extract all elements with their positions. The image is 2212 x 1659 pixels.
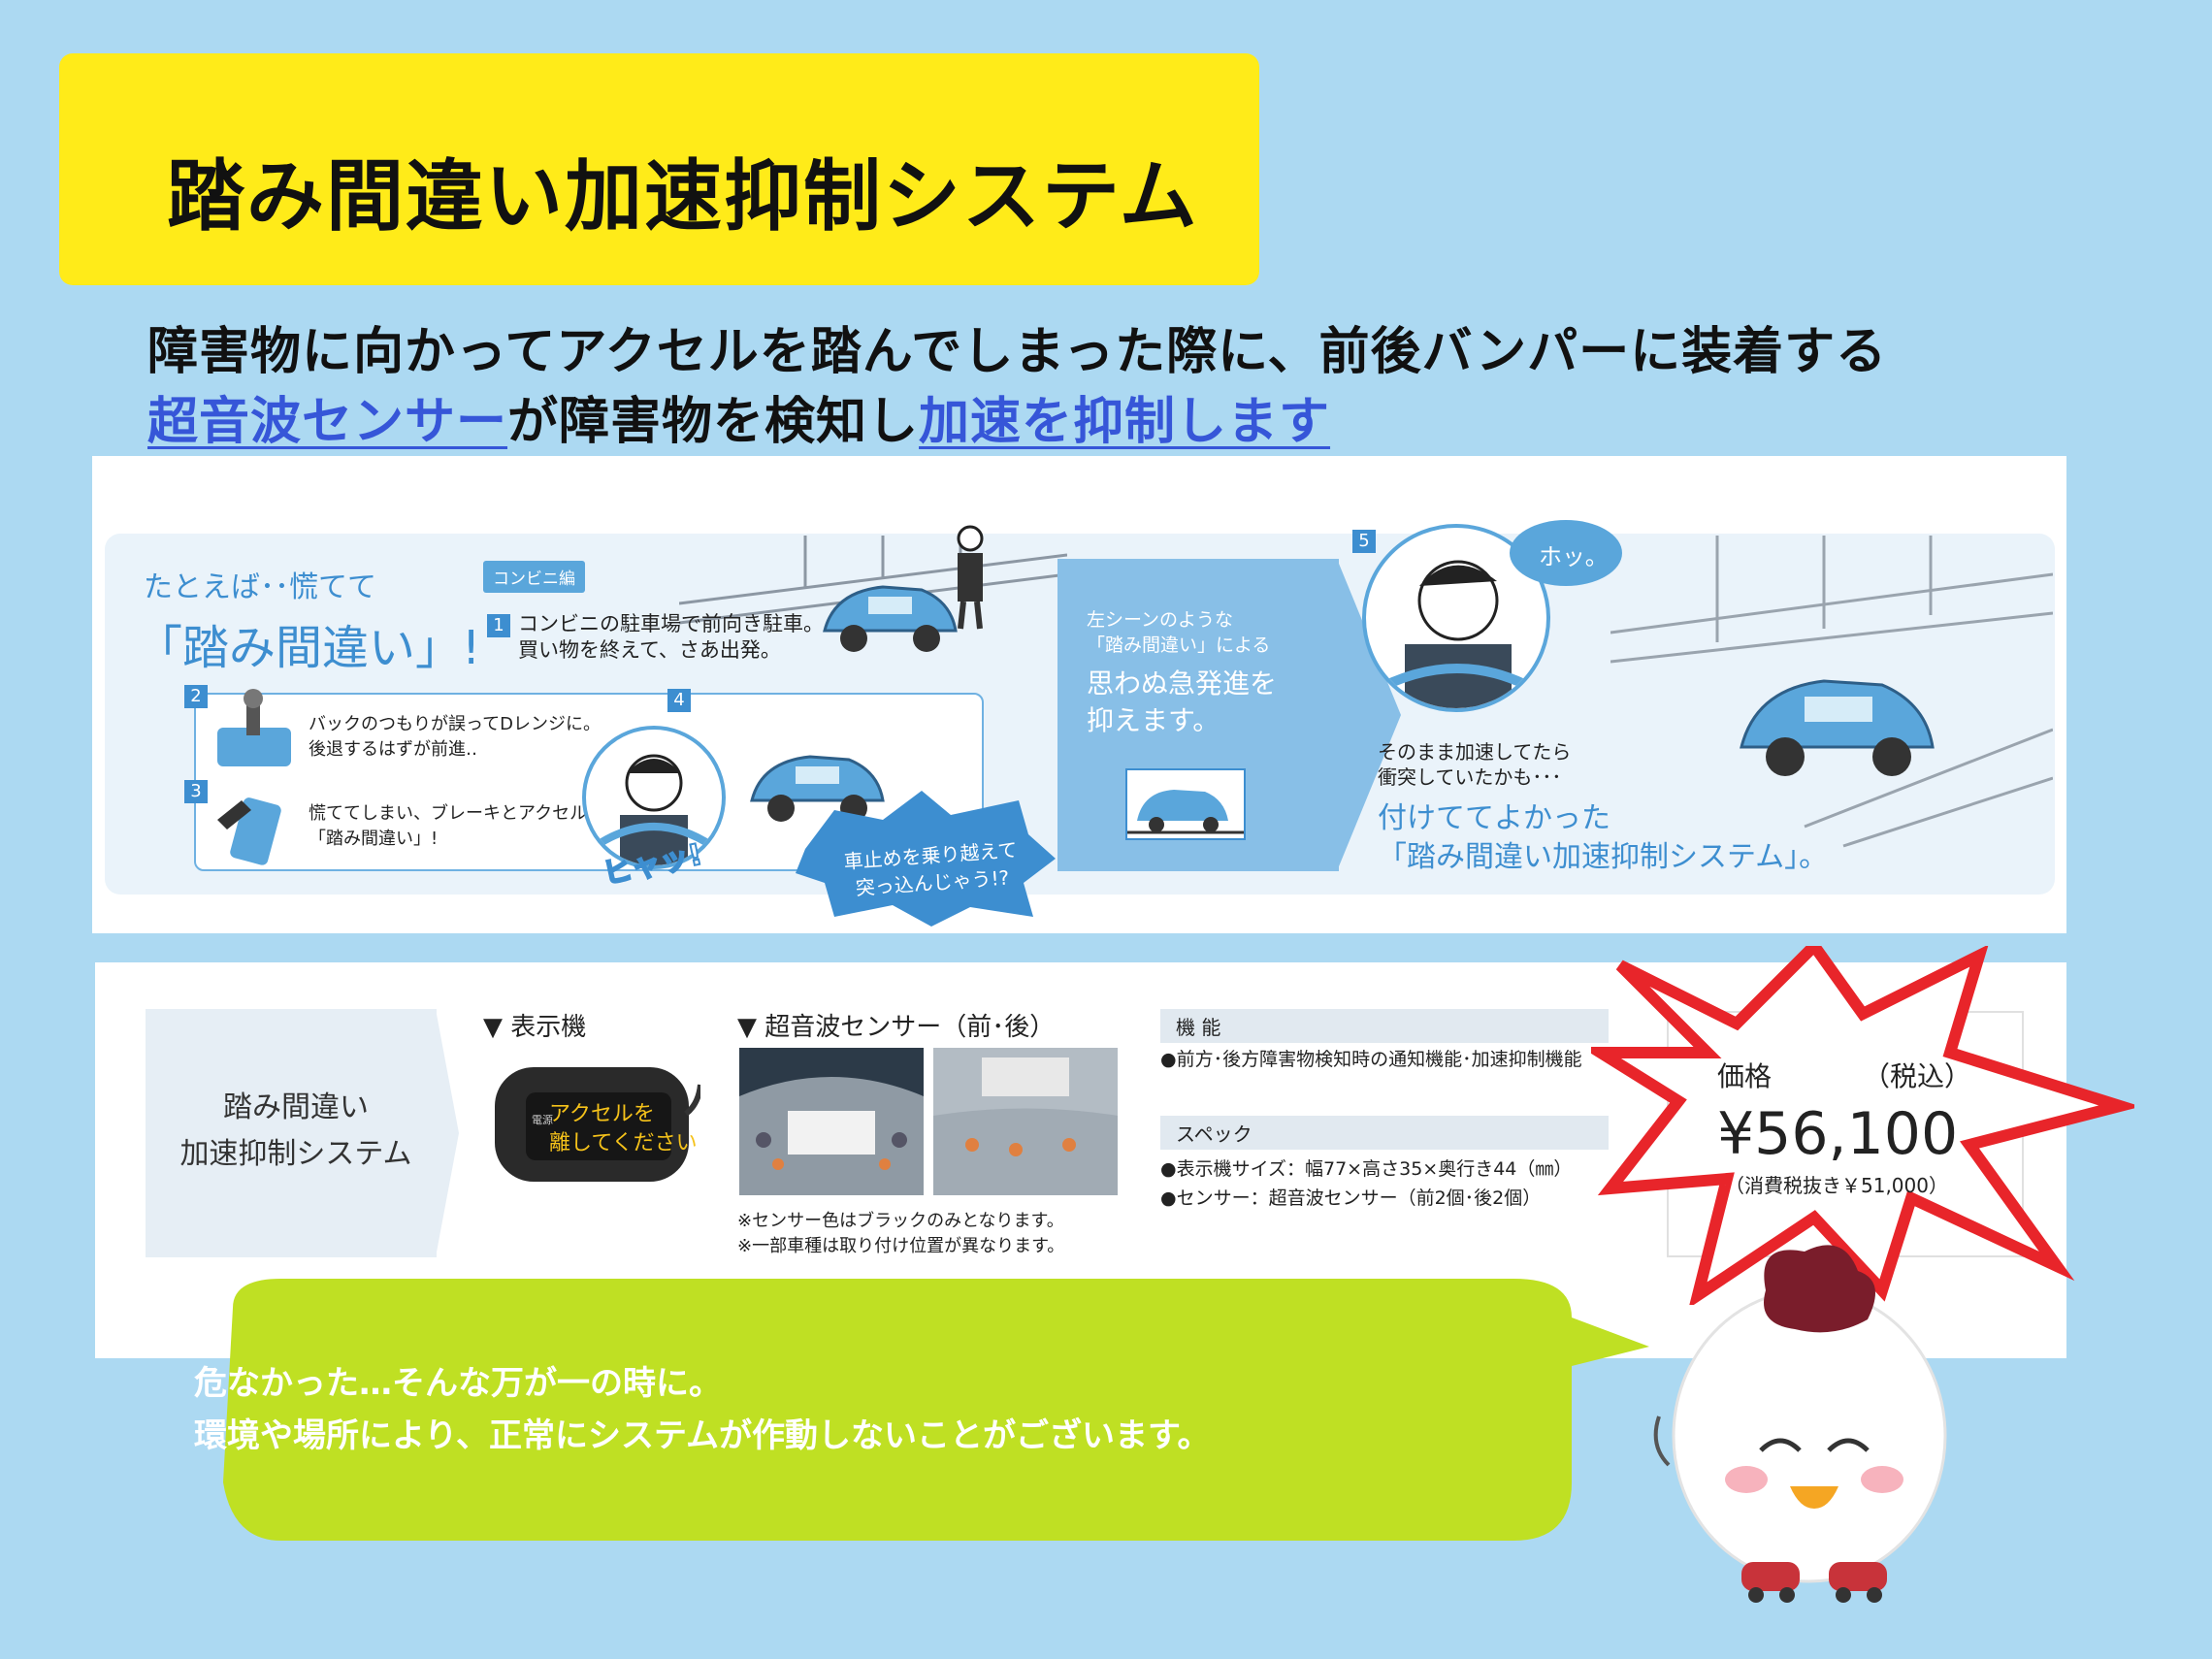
- product-name: 踏み間違い 加速抑制システム: [146, 1085, 446, 1178]
- spec-heading: スペック: [1160, 1116, 1609, 1150]
- after-small-line1: そのまま加速してたら: [1378, 740, 1572, 764]
- product-name-arrow: [436, 1009, 459, 1257]
- lead-line-2-middle: が障害物を検知し: [507, 393, 920, 451]
- step1-caption: 1 コンビニの駐車場で前向き駐車。 買い物を終えて、さあ出発。: [487, 611, 824, 663]
- step2-line1: バックのつもりが誤ってDレンジに。: [309, 714, 601, 734]
- person-illustration: [957, 525, 984, 630]
- after-small-line2: 衝突していたかも･･･: [1378, 765, 1562, 789]
- product-name-line1: 踏み間違い: [223, 1090, 369, 1124]
- spec-sensor: ●センサー：超音波センサー（前2個･後2個）: [1160, 1187, 1542, 1209]
- warning-line-1: 危なかった…そんな万が一の時に。: [194, 1364, 722, 1403]
- sensor-note-1: ※センサー色はブラックのみとなります。: [737, 1211, 1064, 1231]
- step3-caption: 慌ててしまい、ブレーキとアクセルを 「踏み間違い」!: [309, 801, 604, 852]
- device-text-2: 離してください: [549, 1131, 698, 1155]
- stopped-car-thumbnail: [1125, 768, 1246, 840]
- device-power-label: 電源: [532, 1114, 553, 1126]
- price-excl-tax: （消費税抜き￥51,000）: [1725, 1174, 1948, 1197]
- rear-sensor-photo: [933, 1048, 1118, 1195]
- middle-small-line2: 「踏み間違い」による: [1087, 634, 1271, 656]
- step4-number: 4: [667, 689, 699, 712]
- product-name-line2: 加速抑制システム: [179, 1137, 412, 1171]
- step2-line2: 後退するはずが前進‥: [309, 739, 478, 760]
- pedal-illustration: [217, 797, 281, 865]
- sensor-label: ▼ 超音波センサー（前･後）: [737, 1013, 1056, 1042]
- step2-number: 2: [184, 685, 215, 708]
- car-illustration-3: [1740, 679, 1935, 776]
- intro-big-text: 「踏み間違い」!: [136, 621, 481, 675]
- panicked-driver-illustration: [582, 726, 726, 869]
- highlight-sensor: 超音波センサー: [147, 393, 508, 451]
- middle-big-line2: 抑えます。: [1087, 704, 1220, 736]
- system-effect-big-text: 思わぬ急発進を 抑えます。: [1087, 666, 1277, 739]
- scene-tag: コンビニ編: [483, 561, 585, 593]
- relief-cloud-shape: [1510, 520, 1622, 586]
- price-tax-label: （税込）: [1863, 1060, 1972, 1092]
- step1-number: 1: [487, 614, 510, 637]
- step2-caption: バックのつもりが誤ってDレンジに。 後退するはずが前進‥: [309, 712, 601, 763]
- parking-lot-right-illustration: [1610, 536, 2053, 848]
- step1-line1: コンビニの駐車場で前向き駐車。: [518, 612, 824, 635]
- step3-line2: 「踏み間違い」!: [309, 829, 439, 849]
- middle-small-line1: 左シーンのような: [1087, 609, 1234, 631]
- after-big-line2: 「踏み間違い加速抑制システム」。: [1378, 840, 1829, 874]
- device-text-1: アクセルを: [549, 1102, 655, 1126]
- price-starburst-shape: [1591, 946, 2134, 1305]
- front-sensor-photo: [739, 1048, 924, 1195]
- after-big-line1: 付けててよかった: [1378, 801, 1610, 835]
- relief-text: ホッ。: [1539, 543, 1609, 570]
- car-illustration-1: [823, 585, 958, 652]
- spec-display-size: ●表示機サイズ：幅77×高さ35×奥行き44（㎜）: [1160, 1158, 1573, 1180]
- highlight-suppress: 加速を抑制します: [919, 393, 1331, 451]
- price-label: 価格: [1717, 1060, 1773, 1092]
- lead-line-2: 超音波センサーが障害物を検知し加速を抑制します: [147, 380, 1330, 453]
- sensor-note-2: ※一部車種は取り付け位置が異なります。: [737, 1236, 1065, 1256]
- mascot-bird-illustration: [1653, 1245, 1947, 1603]
- step5-number: 5: [1352, 530, 1383, 553]
- step1-line2: 買い物を終えて、さあ出発。: [518, 638, 781, 662]
- warning-burst-shape: [796, 791, 1056, 927]
- display-unit-label: ▼ 表示機: [483, 1013, 587, 1042]
- page-title: 踏み間違い加速抑制システム: [167, 151, 1199, 242]
- step3-number: 3: [184, 780, 215, 803]
- function-text: ●前方･後方障害物検知時の通知機能･加速抑制機能: [1160, 1049, 1582, 1070]
- lead-line-1: 障害物に向かってアクセルを踏んでしまった際に、前後バンパーに装着する: [147, 323, 1888, 381]
- function-heading: 機 能: [1160, 1009, 1609, 1043]
- display-unit-image: アクセルを 離してください 電源: [487, 1056, 700, 1191]
- title-box: [59, 53, 1259, 285]
- warning-line-2: 環境や場所により、正常にシステムが作動しないことがございます。: [194, 1416, 1211, 1455]
- product-name-box: [146, 1009, 437, 1257]
- system-effect-small-text: 左シーンのような 「踏み間違い」による: [1087, 607, 1270, 658]
- speech-bubble-shape: [223, 1279, 1649, 1541]
- after-big-text: 付けててよかった 「踏み間違い加速抑制システム」。: [1378, 799, 1828, 877]
- middle-big-line1: 思わぬ急発進を: [1087, 667, 1278, 699]
- step3-line1: 慌ててしまい、ブレーキとアクセルを: [309, 803, 605, 824]
- after-small-text: そのまま加速してたら 衝突していたかも･･･: [1378, 739, 1571, 790]
- intro-small-text: たとえば･･慌てて: [144, 570, 376, 604]
- shift-lever-illustration: [217, 689, 291, 766]
- price-value: ¥56,100: [1717, 1100, 1959, 1168]
